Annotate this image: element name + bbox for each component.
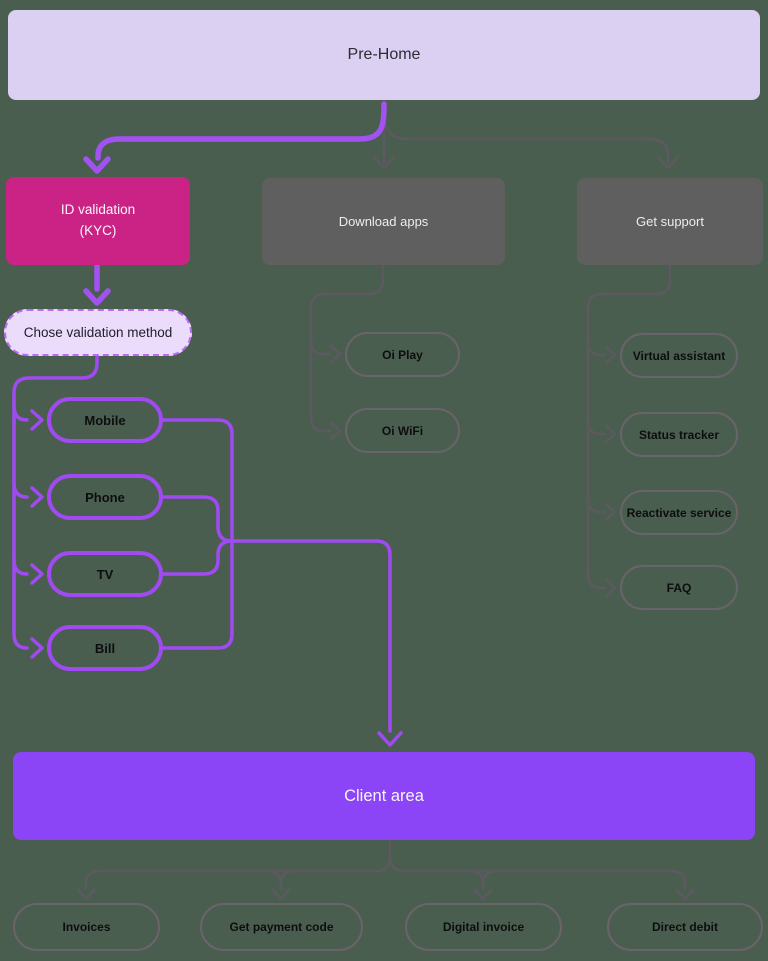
id-validation-label-line2: (KYC) <box>79 223 117 238</box>
node-support-faq[interactable]: FAQ <box>620 565 738 610</box>
connector-clientarea-options <box>76 839 695 901</box>
node-app-oi-play[interactable]: Oi Play <box>345 332 460 377</box>
node-client-get-payment-code[interactable]: Get payment code <box>200 903 363 951</box>
node-method-tv[interactable]: TV <box>47 551 163 597</box>
chose-validation-method-label: Chose validation method <box>23 325 173 340</box>
node-client-direct-debit[interactable]: Direct debit <box>607 903 763 951</box>
id-validation-label-line1: ID validation <box>60 202 136 218</box>
node-support-status-tracker[interactable]: Status tracker <box>620 412 738 457</box>
connector-chose-methods <box>12 354 99 659</box>
node-support-virtual-assistant[interactable]: Virtual assistant <box>620 333 738 378</box>
support-virtual-assistant-label: Virtual assistant <box>632 348 726 363</box>
client-direct-debit-label: Direct debit <box>651 920 718 934</box>
node-client-invoices[interactable]: Invoices <box>13 903 160 951</box>
pre-home-label: Pre-Home <box>347 46 421 63</box>
node-client-digital-invoice[interactable]: Digital invoice <box>405 903 562 951</box>
get-support-label: Get support <box>636 214 704 229</box>
client-invoices-label: Invoices <box>62 920 111 934</box>
node-id-validation[interactable]: ID validation (KYC) <box>6 177 190 265</box>
connector-getsupport-options <box>586 263 672 598</box>
node-chose-validation-method[interactable]: Chose validation method <box>4 309 192 356</box>
method-bill-label: Bill <box>94 640 116 656</box>
node-method-mobile[interactable]: Mobile <box>47 397 163 443</box>
node-method-bill[interactable]: Bill <box>47 625 163 671</box>
connector-idvalidation-chose <box>83 262 111 306</box>
client-get-payment-code-label: Get payment code <box>229 920 334 934</box>
node-get-support[interactable]: Get support <box>577 178 763 265</box>
download-apps-label: Download apps <box>338 214 429 229</box>
node-method-phone[interactable]: Phone <box>47 474 163 520</box>
client-digital-invoice-label: Digital invoice <box>442 920 525 934</box>
node-pre-home[interactable]: Pre-Home <box>8 10 760 100</box>
method-mobile-label: Mobile <box>84 412 126 428</box>
connector-methods-clientarea <box>161 418 403 747</box>
app-oi-wifi-label: Oi WiFi <box>381 423 424 438</box>
connector-prehome-idvalidation <box>83 101 387 174</box>
client-area-label: Client area <box>344 786 424 805</box>
support-status-tracker-label: Status tracker <box>638 427 720 442</box>
support-reactivate-service-label: Reactivate service <box>626 505 732 520</box>
node-download-apps[interactable]: Download apps <box>262 178 505 265</box>
app-oi-play-label: Oi Play <box>382 347 423 362</box>
method-tv-label: TV <box>96 566 114 582</box>
method-phone-label: Phone <box>85 489 125 505</box>
node-support-reactivate-service[interactable]: Reactivate service <box>620 490 738 535</box>
connector-prehome-getsupport <box>382 110 680 170</box>
support-faq-label: FAQ <box>666 580 692 595</box>
node-client-area[interactable]: Client area <box>13 752 755 840</box>
node-app-oi-wifi[interactable]: Oi WiFi <box>345 408 460 453</box>
connector-downloadapps-apps <box>309 263 385 441</box>
